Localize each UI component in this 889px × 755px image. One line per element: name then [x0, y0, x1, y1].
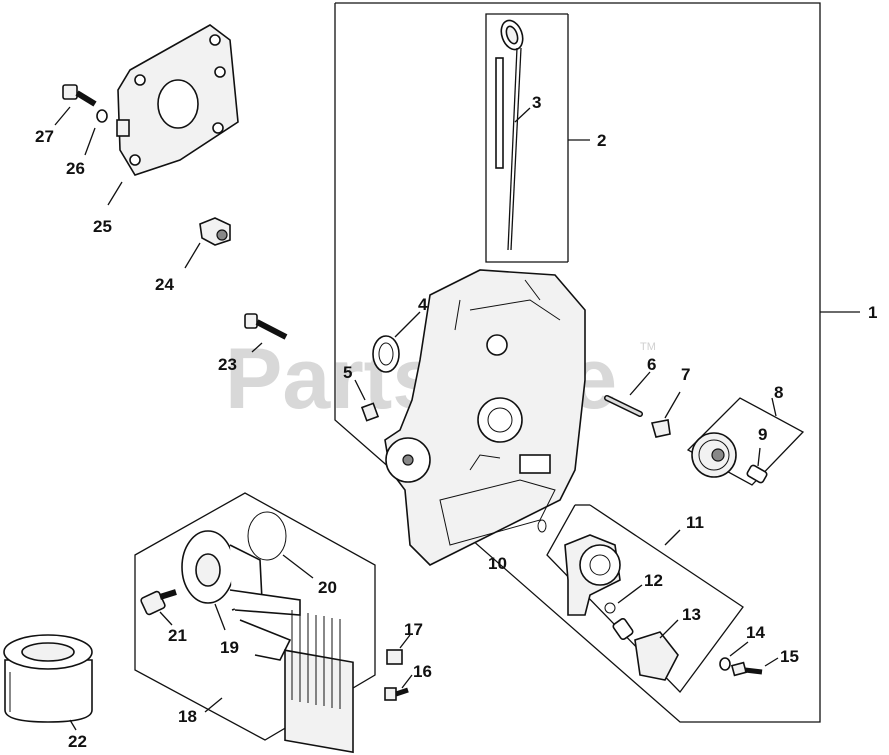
callout-line-27 — [54, 106, 71, 126]
nut[interactable] — [386, 649, 403, 665]
callout-10[interactable]: 10 — [488, 554, 507, 573]
o-ring[interactable] — [537, 519, 547, 533]
callout-line-26 — [84, 127, 96, 156]
callout-16[interactable]: 16 — [413, 662, 432, 681]
callout-19[interactable]: 19 — [220, 638, 239, 657]
screw[interactable] — [730, 661, 763, 677]
washer[interactable] — [719, 657, 731, 671]
callout-line-6 — [629, 371, 651, 396]
plug[interactable] — [360, 402, 380, 422]
oil-seal[interactable] — [372, 335, 400, 373]
callout-23[interactable]: 23 — [218, 355, 237, 374]
callout-8[interactable]: 8 — [774, 383, 783, 402]
callout-line-12 — [617, 584, 643, 604]
callout-line-4 — [394, 311, 421, 338]
callout-line-20 — [282, 554, 314, 579]
callout-27[interactable]: 27 — [35, 127, 54, 146]
callout-line-9 — [757, 447, 761, 467]
dipstick[interactable] — [495, 17, 527, 251]
callout-7[interactable]: 7 — [681, 365, 690, 384]
callout-line-14 — [729, 641, 749, 657]
callout-line-17 — [399, 634, 411, 649]
oil-filter-nipple[interactable] — [140, 589, 177, 616]
callout-line-13 — [659, 619, 679, 639]
callout-25[interactable]: 25 — [93, 217, 112, 236]
callout-1[interactable]: 1 — [868, 303, 877, 322]
callout-26[interactable]: 26 — [66, 159, 85, 178]
callout-line-5 — [354, 379, 366, 401]
callout-line-7 — [664, 391, 681, 419]
callout-line-24 — [184, 242, 201, 269]
callout-line-22 — [69, 719, 77, 731]
callout-line-18 — [204, 697, 223, 713]
callout-11[interactable]: 11 — [686, 513, 704, 532]
oil-cooler[interactable] — [229, 589, 354, 754]
oil-pump[interactable] — [564, 534, 621, 616]
pin-highlight — [605, 396, 642, 416]
callout-line-23 — [251, 342, 263, 353]
clip[interactable] — [650, 419, 671, 438]
callout-12[interactable]: 12 — [644, 571, 663, 590]
screw-23[interactable] — [244, 313, 288, 340]
callout-2[interactable]: 2 — [597, 131, 606, 150]
callout-6[interactable]: 6 — [647, 355, 656, 374]
lock-washer[interactable] — [96, 109, 108, 123]
group-11-outline — [546, 504, 744, 694]
callout-line-25 — [107, 181, 123, 206]
callout-13[interactable]: 13 — [682, 605, 701, 624]
callout-3[interactable]: 3 — [532, 93, 541, 112]
group-18-outline — [134, 492, 376, 741]
screw-27[interactable] — [62, 84, 97, 107]
callout-15[interactable]: 15 — [780, 647, 799, 666]
oil-cooler-gasket[interactable] — [247, 511, 287, 561]
group-8-outline — [686, 397, 805, 486]
callout-line-21 — [159, 611, 173, 626]
oil-filter[interactable] — [3, 634, 93, 723]
gear-shaft[interactable] — [746, 464, 768, 484]
callout-line-15 — [764, 657, 779, 667]
callout-21[interactable]: 21 — [168, 626, 187, 645]
pump-o-ring[interactable] — [604, 602, 616, 614]
callout-22[interactable]: 22 — [68, 732, 87, 751]
governor-gear[interactable] — [691, 432, 737, 478]
group-2-outline — [485, 13, 568, 263]
callout-14[interactable]: 14 — [746, 623, 765, 642]
watermark-trademark: TM — [640, 341, 656, 353]
callout-line-16 — [401, 674, 413, 689]
callout-4[interactable]: 4 — [418, 295, 428, 314]
callout-20[interactable]: 20 — [318, 578, 337, 597]
callout-24[interactable]: 24 — [155, 275, 174, 294]
callout-18[interactable]: 18 — [178, 707, 197, 726]
cover-plate[interactable] — [116, 24, 239, 176]
callout-line-11 — [664, 529, 681, 546]
callout-5[interactable]: 5 — [343, 363, 352, 382]
callout-9[interactable]: 9 — [758, 425, 767, 444]
oil-pressure-switch[interactable] — [199, 217, 231, 246]
oil-pressure-relief[interactable] — [612, 617, 679, 681]
callout-line-3 — [514, 107, 531, 123]
crankcase-cover[interactable] — [384, 269, 586, 566]
screw-16[interactable] — [384, 687, 409, 701]
group-1-outline — [334, 2, 821, 723]
callout-line-8 — [771, 397, 777, 417]
callout-17[interactable]: 17 — [404, 620, 423, 639]
callout-line-19 — [214, 603, 226, 631]
